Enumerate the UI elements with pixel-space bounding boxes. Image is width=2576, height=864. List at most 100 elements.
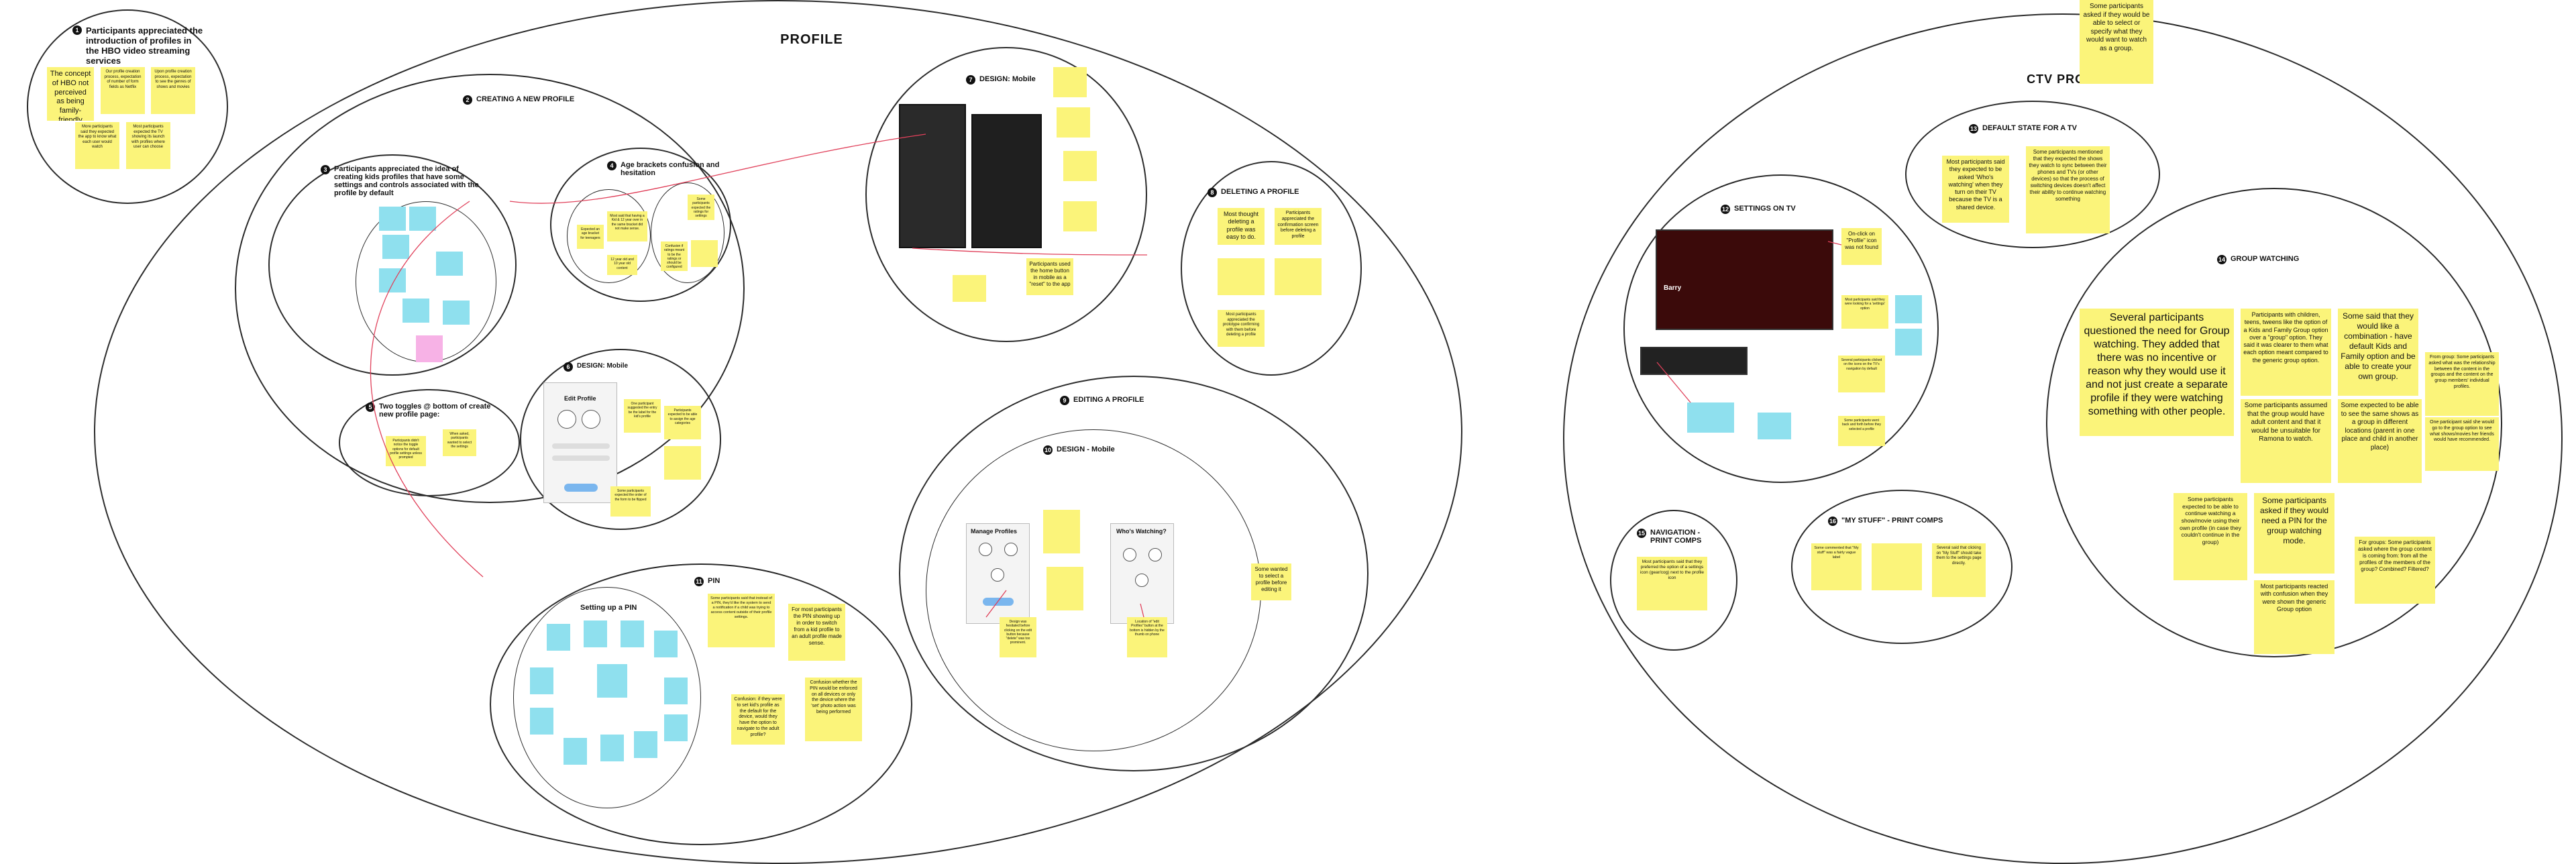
sticky-note: [664, 678, 688, 704]
ctv-prototypes-region: [1563, 13, 2563, 864]
sticky-note: Some participants expected to be able to…: [2174, 493, 2247, 580]
sticky-note: Most participants said that they preferr…: [1637, 557, 1707, 610]
phone-mockup-profile: [971, 114, 1042, 248]
finding-16-number: 16: [1828, 517, 1837, 526]
sticky-note: [416, 335, 443, 362]
finding-9-text: EDITING A PROFILE: [1073, 396, 1144, 404]
finding-2-text: CREATING A NEW PROFILE: [476, 95, 575, 103]
sticky-note: [382, 235, 409, 259]
finding-12-text: SETTINGS ON TV: [1734, 205, 1796, 213]
sticky-note: [691, 240, 718, 267]
phone-mockup-home: [899, 104, 966, 248]
finding-14-heading: 14 GROUP WATCHING: [2217, 255, 2338, 264]
sticky-note: [1687, 402, 1734, 433]
tv-nav-screenshot: [1640, 347, 1748, 375]
finding-4-heading: 4 Age brackets confusion and hesitation: [607, 161, 721, 177]
sticky-note: When asked, participants wanted to selec…: [443, 429, 476, 456]
sticky-note: Some participants said that instead of a…: [708, 594, 775, 647]
sticky-note: On-click on "Profile" icon was not found: [1841, 228, 1882, 265]
sticky-note: [1057, 107, 1090, 138]
sticky-note: [621, 620, 644, 647]
sticky-note: Some participants mentioned that they ex…: [2026, 146, 2110, 233]
finding-3-heading: 3 Participants appreciated the idea of c…: [321, 165, 488, 197]
manage-profiles-mockup: Manage Profiles: [966, 523, 1030, 624]
sticky-note: [584, 620, 607, 647]
finding-13-text: DEFAULT STATE FOR A TV: [1982, 124, 2077, 132]
sticky-note: Some said that they would like a combina…: [2338, 309, 2418, 396]
sticky-note: [664, 446, 701, 480]
finding-9-number: 9: [1060, 396, 1069, 405]
sticky-note: Some participants expected the ratings f…: [688, 195, 714, 220]
setting-pin-circle: [513, 587, 701, 808]
whos-watching-mockup: Who's Watching?: [1110, 523, 1174, 624]
sticky-note: Some participants assumed that the group…: [2241, 399, 2331, 483]
finding-15-text: NAVIGATION - PRINT COMPS: [1650, 529, 1702, 545]
finding-3-number: 3: [321, 165, 330, 174]
finding-11-number: 11: [694, 577, 704, 586]
sticky-note: Some commented that "My stuff" was a fai…: [1811, 543, 1862, 590]
finding-4-number: 4: [607, 161, 616, 170]
sticky-note: Participants didn't notice the toggle op…: [386, 436, 426, 466]
finding-2-heading: 2 CREATING A NEW PROFILE: [463, 95, 610, 105]
finding-10-number: 10: [1043, 445, 1053, 455]
finding-4-circle: [550, 148, 731, 302]
finding-7-circle: [865, 47, 1147, 342]
sticky-note: For groups: Some participants asked wher…: [2355, 537, 2435, 604]
sticky-note: Most said that having a Kid & 12 year ov…: [607, 211, 647, 241]
whos-watching-title: Who's Watching?: [1116, 528, 1167, 535]
manage-profiles-title: Manage Profiles: [971, 528, 1018, 535]
sticky-note: [1218, 258, 1265, 295]
sticky-note: [1895, 295, 1922, 323]
avatar: [991, 568, 1004, 582]
finding-1-heading: 1 Participants appreciated the introduct…: [72, 25, 207, 66]
sticky-note: Upon profile creation process, expectati…: [151, 67, 195, 114]
profile-title: PROFILE: [780, 32, 843, 47]
sticky-note: Participants appreciated the confirmatio…: [1275, 208, 1322, 245]
finding-6-heading: 6 DESIGN: Mobile: [564, 362, 644, 372]
sticky-note: [530, 667, 553, 694]
finding-8-text: DELETING A PROFILE: [1221, 188, 1299, 196]
setting-pin-title: Setting up a PIN: [580, 604, 637, 612]
finding-9-circle: [899, 376, 1368, 771]
finding-1-circle: [27, 9, 228, 204]
finding-7-text: DESIGN: Mobile: [979, 75, 1036, 83]
finding-12-number: 12: [1721, 205, 1730, 214]
sticky-note: [564, 738, 587, 765]
sticky-note: [664, 714, 688, 741]
sticky-note: One participant suggested the entry be t…: [624, 399, 661, 433]
sticky-note: [436, 252, 463, 276]
avatar: [557, 410, 576, 429]
finding-11-text: PIN: [708, 577, 720, 585]
form-field: [552, 455, 610, 461]
sticky-note: [530, 708, 553, 735]
avatar: [1148, 548, 1162, 561]
finding-4-text: Age brackets confusion and hesitation: [621, 161, 720, 177]
sticky-note: One participant said she would go to the…: [2425, 417, 2499, 471]
age-bracket-inner-circle: [567, 189, 651, 283]
sticky-note: Some participants asked if they would be…: [2080, 0, 2153, 84]
finding-5-number: 5: [366, 402, 375, 412]
sticky-note: Participants expected to be able to assi…: [664, 406, 701, 439]
sticky-note: Several said that clicking on "My Stuff"…: [1932, 543, 1986, 597]
tv-show-title: Barry: [1664, 284, 1682, 292]
sticky-note: Expected an age bracket for teenagers: [577, 225, 604, 249]
sticky-note: [634, 731, 657, 758]
sticky-note: Some participants went back and forth be…: [1838, 416, 1885, 446]
finding-6-number: 6: [564, 362, 573, 372]
finding-14-number: 14: [2217, 255, 2226, 264]
finding-3-text: Participants appreciated the idea of cre…: [334, 165, 479, 197]
finding-8-heading: 8 DELETING A PROFILE: [1208, 188, 1342, 197]
sticky-note: [402, 299, 429, 323]
edit-profile-title: Edit Profile: [564, 395, 596, 402]
finding-10-heading: 10 DESIGN - Mobile: [1043, 445, 1150, 455]
age-bracket-inner-circle-2: [651, 182, 724, 283]
sticky-note: [379, 207, 406, 231]
sticky-note: Most participants said they were looking…: [1841, 295, 1888, 329]
finding-5-circle: [339, 389, 520, 496]
connector-line: [370, 201, 484, 578]
avatar: [1123, 548, 1136, 561]
sticky-note: [443, 301, 470, 325]
sticky-note: Confusion: if they were to set kid's pro…: [731, 694, 785, 745]
finding-12-heading: 12 SETTINGS ON TV: [1721, 205, 1828, 214]
